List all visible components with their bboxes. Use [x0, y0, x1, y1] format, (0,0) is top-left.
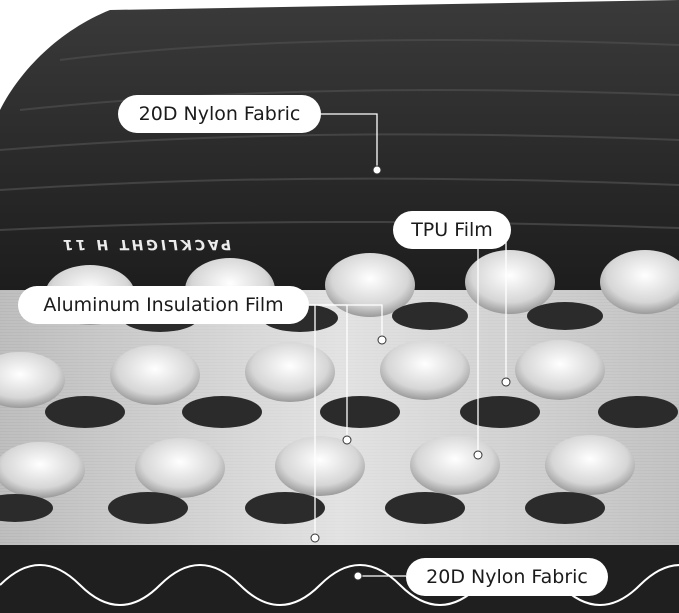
bottom-fabric-wave	[0, 564, 679, 606]
label-tpu-film: TPU Film	[393, 211, 511, 249]
label-nylon-fabric-bottom: 20D Nylon Fabric	[406, 558, 608, 596]
product-marking: PACKLIGHT H 11	[58, 236, 232, 252]
leader-dots	[310, 165, 511, 581]
label-aluminum-insulation-film: Aluminum Insulation Film	[18, 286, 309, 324]
tpu-cells-middle-row	[0, 340, 678, 428]
label-nylon-fabric-top: 20D Nylon Fabric	[118, 95, 321, 133]
top-fabric-layer	[0, 0, 679, 300]
fabric-ridges	[0, 39, 679, 231]
